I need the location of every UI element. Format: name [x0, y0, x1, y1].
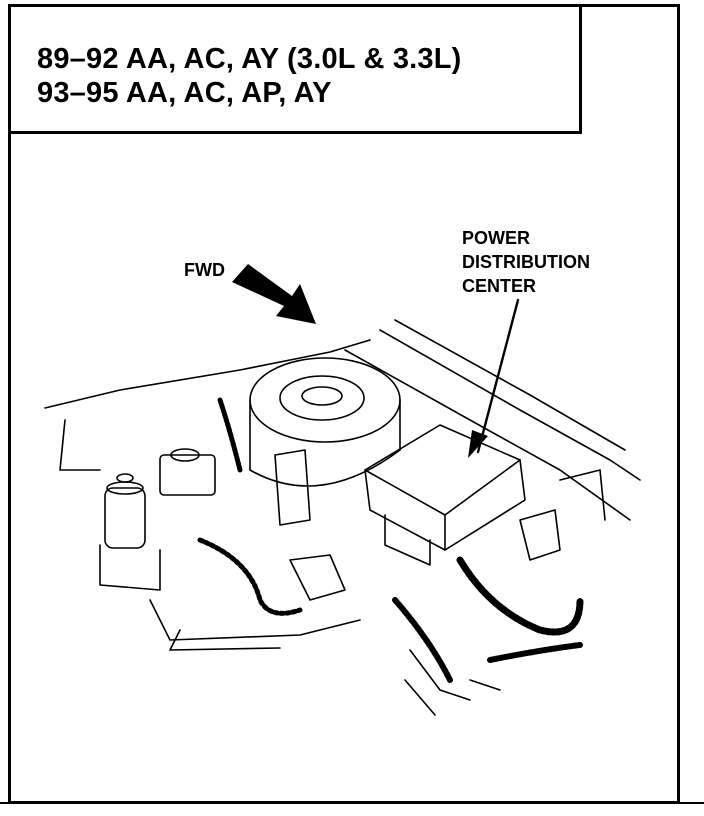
pdc-arrowhead [468, 430, 488, 458]
pdc-leader-line [476, 298, 520, 454]
pdc-label-line-3: CENTER [462, 276, 537, 296]
left-fender [59, 419, 101, 471]
fender-edge-2 [379, 329, 641, 481]
title-line-2: 93–95 AA, AC, AP, AY [37, 77, 332, 109]
title-box: 89–92 AA, AC, AY (3.0L & 3.3L) 93–95 AA,… [8, 4, 582, 134]
fender-edge-3 [394, 319, 626, 451]
pdc-label-line-2: DISTRIBUTION [462, 252, 590, 272]
title-line-1: 89–92 AA, AC, AY (3.0L & 3.3L) [37, 43, 462, 75]
fwd-arrow [232, 264, 316, 324]
coolant-reservoir [104, 487, 146, 549]
fwd-label: FWD [184, 260, 225, 280]
pdc-box [364, 424, 526, 551]
cowl-line [44, 339, 371, 409]
fender-edge [344, 349, 631, 521]
master-cylinder [159, 454, 216, 496]
air-cleaner-top [249, 357, 401, 443]
pdc-label-line-1: POWER [462, 228, 531, 248]
throttle-body [274, 449, 311, 526]
wiring-harness [197, 537, 303, 616]
bottom-rule [0, 802, 704, 804]
